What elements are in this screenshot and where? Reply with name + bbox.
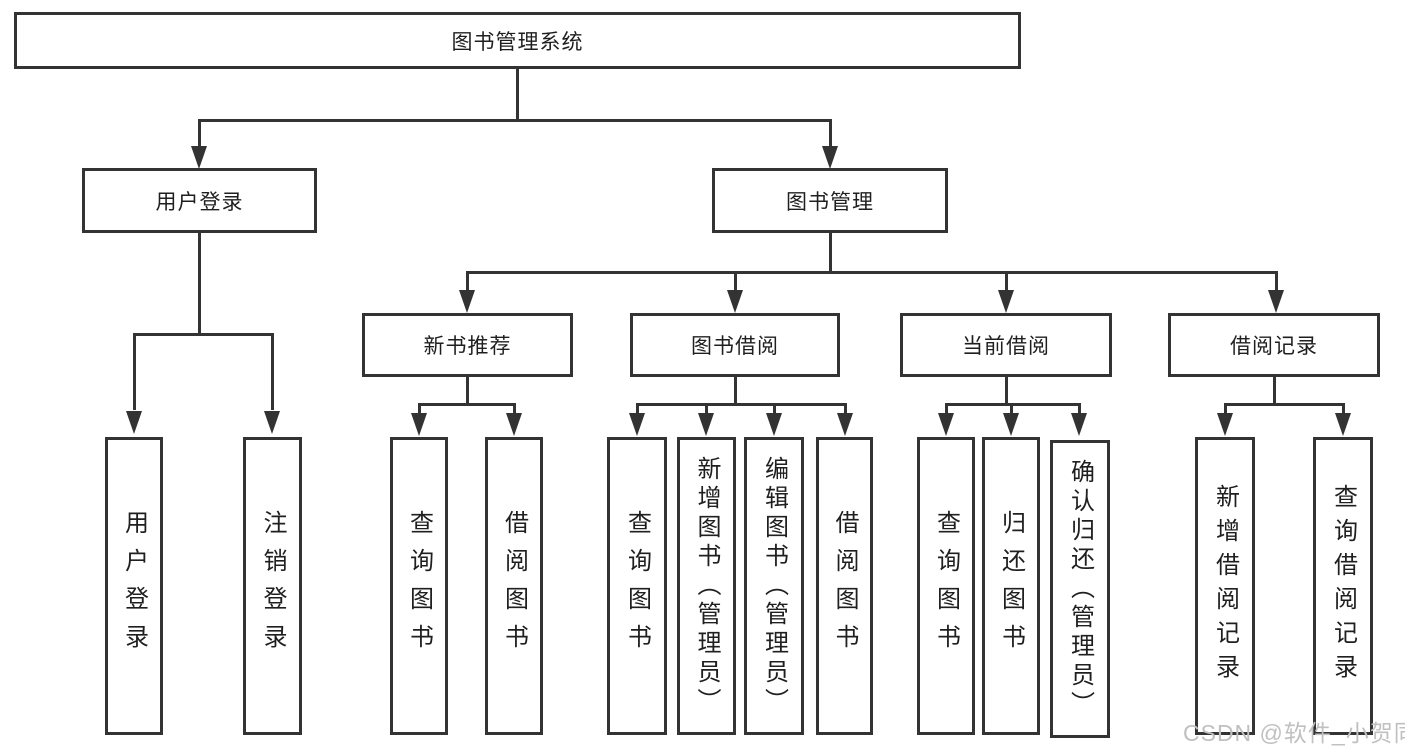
arrow-down — [766, 413, 782, 436]
arrow-down — [411, 413, 427, 436]
leaf-add-book-admin: 新增图书（管理员） — [677, 437, 736, 735]
connector-stem — [829, 119, 832, 149]
leaf-logout: 注销登录 — [243, 437, 302, 735]
connector-stem — [198, 119, 201, 149]
node-current-borrow-label: 当前借阅 — [962, 335, 1050, 358]
node-current-borrow: 当前借阅 — [900, 313, 1112, 377]
arrow-down — [506, 413, 522, 436]
connector-hline — [945, 403, 1081, 406]
leaf-confirm-return-admin: 确认归还（管理员） — [1050, 440, 1110, 738]
leaf-query-book-2-label: 查询图书 — [623, 510, 651, 662]
csdn-watermark: CSDN @软件_小贺同学 — [1183, 720, 1405, 746]
connector-stem — [705, 403, 708, 415]
arrow-down — [1335, 413, 1351, 436]
connector-stem — [1010, 403, 1013, 415]
connector-stem — [773, 403, 776, 415]
node-root: 图书管理系统 — [14, 12, 1021, 69]
connector-root-stem — [516, 66, 519, 121]
leaf-edit-book-admin: 编辑图书（管理员） — [744, 437, 804, 735]
leaf-return-book-label: 归还图书 — [997, 510, 1025, 662]
connector-stem — [829, 233, 832, 274]
arrow-down — [938, 413, 954, 436]
leaf-logout-label: 注销登录 — [259, 510, 286, 662]
connector-l1-hline — [198, 119, 832, 122]
arrow-down — [698, 413, 714, 436]
node-book-borrow-label: 图书借阅 — [691, 335, 779, 358]
connector-stem — [271, 333, 274, 410]
connector-stem — [1005, 375, 1008, 405]
leaf-borrow-book-2: 借阅图书 — [816, 437, 873, 735]
leaf-query-book-3-label: 查询图书 — [932, 510, 960, 662]
connector-stem — [198, 233, 201, 336]
node-book-management-label: 图书管理 — [786, 190, 874, 214]
connector-stem — [466, 271, 469, 293]
connector-stem — [1342, 403, 1345, 415]
leaf-query-book-1-label: 查询图书 — [405, 510, 433, 662]
connector-stem — [1005, 271, 1008, 293]
node-book-management: 图书管理 — [712, 168, 948, 233]
leaf-query-borrow-record-label: 查询借阅记录 — [1329, 484, 1357, 688]
arrow-down — [837, 413, 853, 436]
leaf-user-login: 用户登录 — [105, 437, 163, 735]
connector-stem — [636, 403, 639, 415]
arrow-down — [629, 413, 645, 436]
connector-l2-hline — [466, 271, 1278, 274]
connector-hline — [1224, 403, 1344, 406]
node-user-login: 用户登录 — [82, 168, 317, 233]
node-new-book-recommend-label: 新书推荐 — [423, 335, 512, 358]
connector-stem — [844, 403, 847, 415]
connector-stem — [466, 375, 469, 405]
node-root-label: 图书管理系统 — [451, 30, 584, 54]
leaf-user-login-label: 用户登录 — [120, 510, 148, 662]
node-borrow-records-label: 借阅记录 — [1230, 335, 1318, 358]
arrow-down — [727, 290, 743, 313]
arrow-down — [998, 290, 1014, 313]
connector-hline — [418, 403, 516, 406]
leaf-borrow-book-1-label: 借阅图书 — [500, 510, 528, 662]
connector-stem — [734, 271, 737, 293]
leaf-query-book-2: 查询图书 — [607, 437, 667, 735]
leaf-confirm-return-admin-label: 确认归还（管理员） — [1066, 458, 1094, 720]
leaf-query-book-1: 查询图书 — [390, 437, 448, 735]
connector-hline — [636, 403, 846, 406]
arrow-down — [822, 146, 838, 169]
leaf-return-book: 归还图书 — [982, 437, 1040, 735]
node-borrow-records: 借阅记录 — [1168, 313, 1380, 377]
leaf-add-book-admin-label: 新增图书（管理员） — [693, 455, 720, 717]
node-new-book-recommend: 新书推荐 — [362, 313, 573, 377]
connector-stem — [418, 403, 421, 415]
connector-stem — [1275, 271, 1278, 293]
connector-stem — [945, 403, 948, 415]
leaf-query-book-3: 查询图书 — [917, 437, 975, 735]
connector-stem — [1078, 403, 1081, 415]
arrow-down — [1217, 413, 1233, 436]
arrow-down — [459, 290, 475, 313]
node-book-borrow: 图书借阅 — [630, 313, 840, 377]
arrow-down — [264, 411, 280, 434]
leaf-borrow-book-1: 借阅图书 — [485, 437, 543, 735]
arrow-down — [1003, 413, 1019, 436]
arrow-down — [191, 146, 207, 169]
connector-stem — [734, 375, 737, 405]
connector-stem — [1273, 375, 1276, 405]
connector-stem — [1224, 403, 1227, 415]
leaf-borrow-book-2-label: 借阅图书 — [831, 510, 858, 662]
arrow-down — [1268, 290, 1284, 313]
node-user-login-label: 用户登录 — [155, 190, 244, 214]
leaf-edit-book-admin-label: 编辑图书（管理员） — [760, 455, 788, 717]
connector-stem — [513, 403, 516, 415]
arrow-down — [126, 411, 142, 434]
connector-stem — [133, 333, 136, 410]
leaf-add-borrow-record: 新增借阅记录 — [1195, 437, 1255, 735]
leaf-add-borrow-record-label: 新增借阅记录 — [1211, 484, 1239, 688]
arrow-down — [1071, 413, 1087, 436]
connector-hline — [133, 333, 274, 336]
leaf-query-borrow-record: 查询借阅记录 — [1313, 437, 1373, 735]
